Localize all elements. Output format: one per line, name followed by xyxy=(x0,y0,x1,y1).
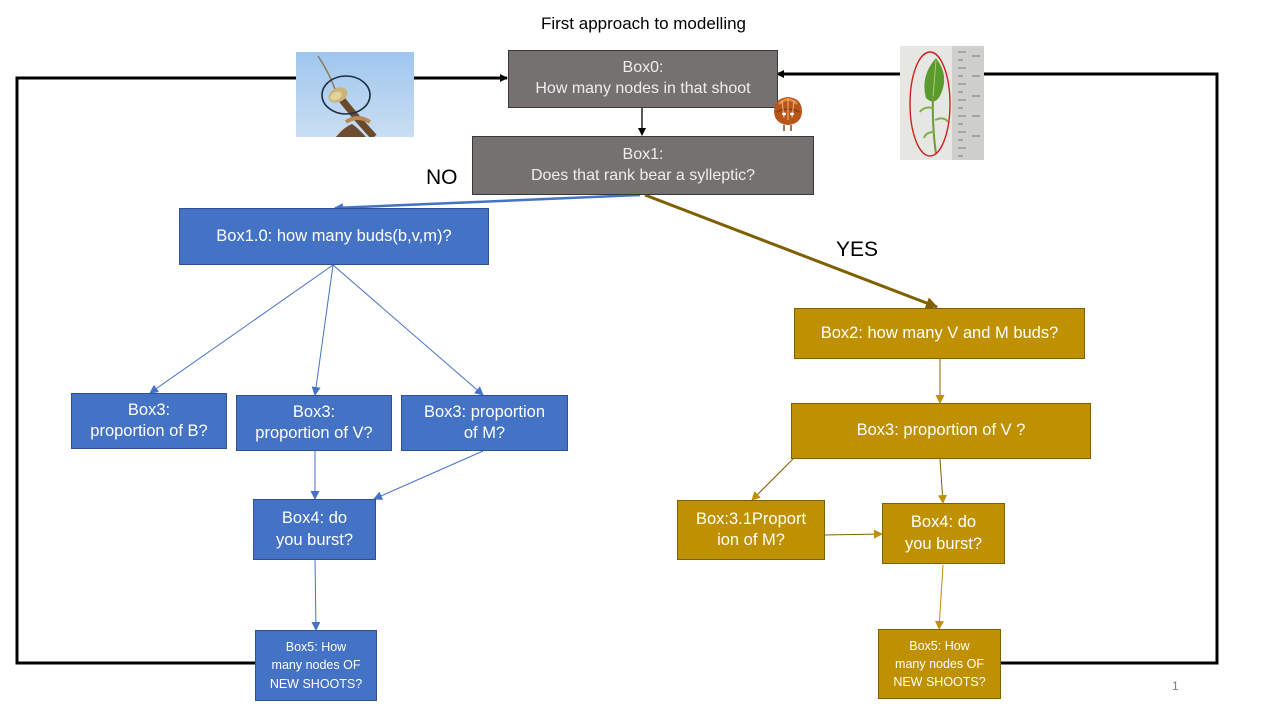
left-feedback-loop xyxy=(15,76,296,665)
box4-left: Box4: do you burst? xyxy=(253,499,376,560)
arrow-box1-0-box3-m xyxy=(332,264,484,396)
box5-right-line1: Box5: How xyxy=(909,638,970,653)
box2: Box2: how many V and M buds? xyxy=(794,308,1085,359)
box0: Box0: How many nodes in that shoot xyxy=(508,50,778,108)
box3-v: Box3: proportion of V? xyxy=(236,395,392,451)
box3-right: Box3: proportion of V ? xyxy=(791,403,1091,459)
box3-right-text: Box3: proportion of V ? xyxy=(856,421,1026,440)
box3-m-line1: Box3: proportion xyxy=(423,402,546,421)
box5-right-line2: many nodes OF xyxy=(895,656,984,671)
box5-left: Box5: How many nodes OF NEW SHOOTS? xyxy=(255,630,377,701)
box1-question: Does that rank bear a sylleptic? xyxy=(530,166,756,184)
box4-left-line1: Box4: do xyxy=(281,509,348,528)
diagram-title: First approach to modelling xyxy=(540,14,747,33)
box4-left-line2: you burst? xyxy=(275,530,354,549)
page-number: 1 xyxy=(1172,679,1179,693)
yes-label: YES xyxy=(836,238,879,261)
box5-right: Box5: How many nodes OF NEW SHOOTS? xyxy=(878,629,1001,699)
arrow-box1-0-box3-v xyxy=(311,264,334,396)
box5-right-line3: NEW SHOOTS? xyxy=(893,675,986,690)
box2-text: Box2: how many V and M buds? xyxy=(820,323,1059,342)
arrow-yes-branch xyxy=(644,193,938,309)
bud-photo xyxy=(296,52,414,137)
arrow-box3-m-box4 xyxy=(373,450,484,500)
box3-b-title: Box3: xyxy=(127,400,171,419)
box0-question: How many nodes in that shoot xyxy=(535,80,751,97)
box4-right-line2: you burst? xyxy=(904,534,983,553)
box3-v-title: Box3: xyxy=(292,402,336,421)
box3-b-question: proportion of B? xyxy=(90,422,208,440)
no-label: NO xyxy=(426,166,458,189)
box1-0-text: Box1.0: how many buds(b,v,m)? xyxy=(216,226,452,245)
hazelnut-icon xyxy=(768,92,808,132)
arrow-box3-right-box4-right xyxy=(937,458,947,504)
box1-title: Box1: xyxy=(622,145,664,163)
box3-m-line2: of M? xyxy=(463,424,506,442)
box5-left-line3: NEW SHOOTS? xyxy=(269,676,363,691)
box1-0: Box1.0: how many buds(b,v,m)? xyxy=(179,208,489,265)
box3-m: Box3: proportion of M? xyxy=(401,395,568,451)
box3-v-question: proportion of V? xyxy=(255,424,373,442)
box5-left-line1: Box5: How xyxy=(285,640,347,655)
arrow-box3-1-box4-right xyxy=(823,529,883,539)
arrow-box4-box5-left xyxy=(311,559,321,631)
arrow-box4-box5-right xyxy=(935,564,944,630)
arrow-no-branch xyxy=(334,193,641,213)
arrow-box3-right-box3-1 xyxy=(751,458,794,501)
box1: Box1: Does that rank bear a sylleptic? xyxy=(472,136,814,195)
box0-title: Box0: xyxy=(622,59,664,77)
box4-right-line1: Box4: do xyxy=(910,513,977,532)
arrow-box1-0-box3-b xyxy=(149,264,334,394)
leaf-photo xyxy=(900,46,984,160)
box3-1: Box:3.1Proport ion of M? xyxy=(677,500,825,560)
box4-right: Box4: do you burst? xyxy=(882,503,1005,564)
box3-b: Box3: proportion of B? xyxy=(71,393,227,449)
box5-left-line2: many nodes OF xyxy=(271,658,361,673)
box3-1-line1: Box:3.1Proport xyxy=(695,509,807,528)
box3-1-line2: ion of M? xyxy=(717,531,785,549)
right-feedback-loop xyxy=(984,72,1219,665)
